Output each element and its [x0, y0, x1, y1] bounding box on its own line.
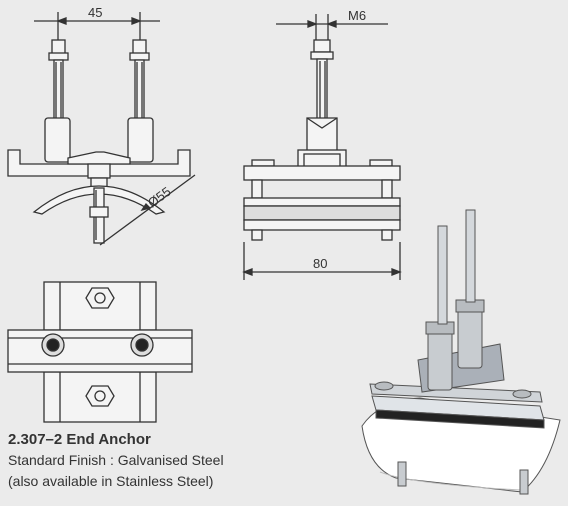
side-view-drawing: M6 — [242, 8, 402, 280]
product-caption: 2.307–2 End Anchor Standard Finish : Gal… — [8, 429, 328, 492]
product-alt-material: (also available in Stainless Steel) — [8, 473, 214, 489]
front-view-drawing: 45 — [7, 5, 196, 246]
product-finish: Standard Finish : Galvanised Steel — [8, 452, 224, 468]
dimension-80-label: 80 — [313, 256, 327, 271]
dimension-45 — [34, 12, 160, 40]
top-view-drawing — [7, 281, 193, 423]
dimension-m6 — [276, 14, 388, 42]
product-photo — [361, 209, 561, 495]
dimension-45-label: 45 — [88, 5, 102, 20]
dimension-80 — [242, 242, 402, 280]
dimension-m6-label: M6 — [348, 8, 366, 23]
product-title: 2.307–2 End Anchor — [8, 431, 151, 448]
